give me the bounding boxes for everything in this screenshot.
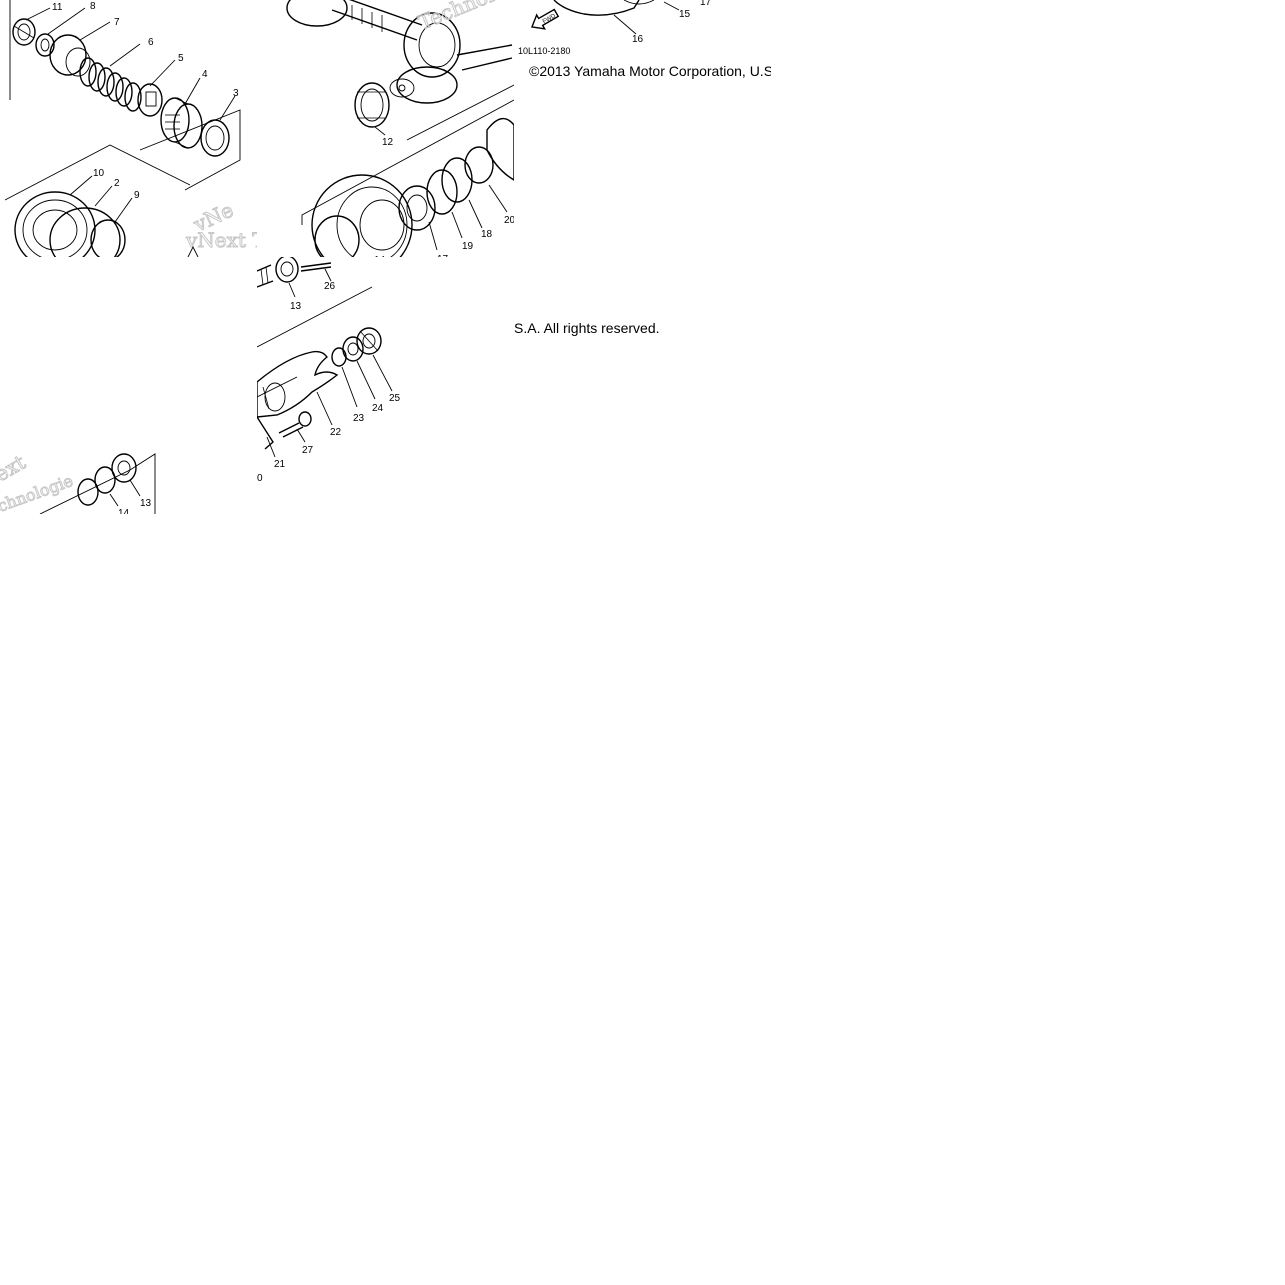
part-shaft-stub	[257, 264, 274, 288]
callout-12: 12	[382, 137, 394, 148]
callout-24: 24	[372, 403, 384, 414]
callout-18: 18	[481, 229, 493, 240]
part-24-washer	[342, 336, 364, 362]
part-shaft	[286, 0, 513, 71]
part-13-washer-c	[111, 453, 137, 483]
callout-19: 19	[462, 241, 474, 252]
part-13-washer	[275, 257, 299, 283]
part-7-collar	[49, 34, 91, 77]
part-17-bearing	[398, 185, 436, 231]
part-5-retainer	[137, 83, 163, 117]
copyright-line-1: ©2013 Yamaha Motor Corporation, U.S	[529, 63, 771, 79]
part-23-washer	[331, 347, 347, 367]
part-20-washer	[464, 146, 494, 184]
parts-drawing-fragment: 14 13 ext chnologie	[0, 449, 156, 514]
callout-14: 14	[374, 255, 386, 257]
part-13-o-ring	[314, 215, 360, 257]
callout-15: 15	[679, 9, 691, 20]
callout-10: 10	[93, 168, 105, 179]
part-10-gear	[14, 191, 96, 257]
part-8-washer	[35, 33, 55, 57]
watermark-fragment: vNext Te	[185, 228, 257, 252]
part-12-needle-bearing	[354, 82, 390, 128]
part-27-bolt	[278, 411, 312, 438]
part-6-spring	[79, 57, 142, 112]
diagram-tile-middle: 13 26 25	[257, 257, 514, 514]
diagram-tile-top-right: 16 15 17 FWD 10L110-2180 ©2013 Yamaha Mo…	[514, 0, 771, 257]
watermark-fragment: Technolo	[415, 0, 508, 35]
part-2-gear	[49, 207, 121, 257]
callout-22: 22	[330, 427, 342, 438]
part-4-dog-clutch	[160, 97, 203, 149]
part-9-ring	[90, 219, 126, 257]
part-19-ring	[426, 169, 458, 215]
callout-14-b: 14	[118, 508, 130, 514]
callout-21: 21	[274, 459, 286, 470]
callout-3: 3	[233, 88, 239, 99]
part-22-yoke	[257, 350, 339, 418]
callout-9: 9	[134, 190, 140, 201]
callout-17: 17	[437, 254, 449, 257]
part-housing	[311, 174, 413, 257]
figure-code: 10L110-2180	[518, 46, 570, 56]
fwd-arrow-icon: FWD	[531, 8, 560, 30]
part-16-o-ring	[553, 0, 640, 16]
watermark-fragment: ext	[0, 450, 29, 486]
part-26-pin	[300, 262, 332, 272]
callout-23: 23	[353, 413, 365, 424]
part-11-bearing	[12, 18, 36, 46]
diagram-tile-top-middle: 12 13 14 17 19 18 20 T	[257, 0, 514, 257]
part-25-nut	[356, 327, 382, 355]
callout-4: 4	[202, 69, 208, 80]
part-bevel-gear	[389, 12, 461, 104]
callout-25: 25	[389, 393, 401, 404]
callout-2: 2	[114, 178, 120, 189]
callout-27: 27	[302, 445, 314, 456]
parts-drawing-yoke: 13 26 25	[257, 257, 401, 484]
callout-13-b: 13	[290, 301, 302, 312]
callout-26: 26	[324, 281, 336, 292]
callout-11: 11	[52, 2, 63, 13]
diagram-tile-middle-left: 14 13 ext chnologie	[0, 440, 257, 514]
callout-16: 16	[632, 34, 644, 45]
diagram-tile-top-left: 11 8 7 6 5 4 3 10 2 9 vNext Te vNe	[0, 0, 257, 257]
part-14-washer	[77, 478, 99, 506]
callout-20: 20	[504, 215, 514, 226]
callout-7: 7	[114, 17, 120, 28]
copyright-line-2: S.A. All rights reserved.	[514, 320, 660, 336]
part-flange-plate	[486, 117, 514, 181]
callout-13-c: 13	[140, 498, 152, 509]
parts-drawing-shaft: 12 13 14 17 19 18 20 T	[286, 0, 514, 257]
callout-6: 6	[148, 37, 154, 48]
callout-5: 5	[178, 53, 184, 64]
callout-0: 0	[257, 473, 263, 484]
part-3-nut	[200, 119, 230, 157]
callout-17-partial: 17	[700, 0, 712, 8]
parts-drawing-fwd: 16 15 17 FWD 10L110-2180	[518, 0, 712, 56]
parts-drawing-clutch: 11 8 7 6 5 4 3 10 2 9 vNext Te vNe	[4, 0, 257, 257]
callout-8: 8	[90, 1, 96, 12]
